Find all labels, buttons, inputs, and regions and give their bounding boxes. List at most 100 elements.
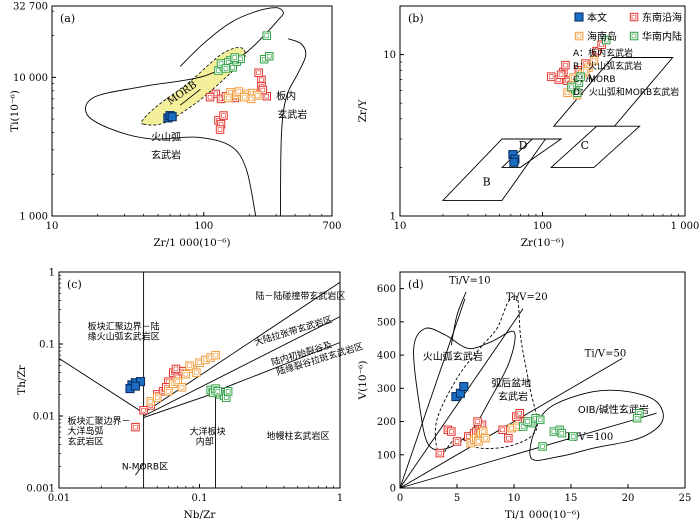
data-point-inner — [559, 430, 565, 436]
data-point — [215, 125, 225, 134]
region-label: D — [519, 139, 528, 152]
y-tick-label: 0.1 — [39, 340, 55, 351]
data-point-inner — [449, 429, 454, 434]
data-point-inner — [437, 450, 443, 456]
data-point — [474, 437, 483, 446]
region-label: 板块汇聚边界－ — [68, 415, 131, 427]
x-tick-label: 10 — [46, 221, 59, 232]
panel-c: 陆－陆碰撞带玄武岩区板块汇聚边界－陆缘火山弧玄武岩区大陆拉张带玄武岩区陆内初始裂… — [16, 268, 365, 522]
ti-v-100-line — [399, 412, 657, 489]
y-tick-label: 32 700 — [13, 2, 48, 13]
data-point-inner — [520, 424, 526, 429]
data-point-inner — [599, 42, 604, 47]
data-point-inner — [187, 363, 192, 368]
data-point-inner — [166, 389, 171, 394]
data-point — [205, 92, 215, 102]
y-axis-label: Ti(10⁻⁶) — [9, 90, 21, 132]
data-point — [592, 46, 601, 56]
data-point-inner — [133, 424, 138, 430]
boundary-line — [58, 358, 144, 414]
data-point-inner — [194, 370, 199, 375]
data-point-inner — [634, 415, 640, 421]
legend-label: 华南内陆 — [642, 30, 682, 43]
backarc-field — [434, 295, 538, 456]
y-tick-label: 600 — [377, 284, 396, 295]
data-point — [569, 432, 578, 441]
data-point-inner — [260, 87, 266, 93]
data-point — [597, 40, 606, 49]
panel-label: (b) — [408, 12, 424, 25]
data-point — [254, 68, 263, 77]
y-tick-label: 500 — [377, 317, 396, 328]
data-point-inner — [594, 48, 599, 54]
data-point — [258, 85, 268, 95]
data-point-inner — [226, 95, 231, 101]
x-axis-label: Ti/1 000(10⁻⁶) — [505, 509, 580, 521]
region-label: 地幔柱玄武岩区 — [267, 430, 330, 442]
region-label: OIB/碱性玄武岩 — [578, 403, 649, 416]
boundary-line — [143, 281, 341, 414]
legend-swatch — [629, 31, 639, 41]
legend-swatch-inner — [631, 14, 637, 20]
oib-field — [529, 389, 664, 461]
data-point — [223, 387, 233, 396]
data-point — [557, 428, 567, 438]
data-point — [240, 92, 249, 102]
y-tick-label: 0.01 — [33, 412, 55, 423]
data-point-inner — [259, 77, 264, 83]
data-point — [447, 427, 456, 436]
y-tick-label: 1 — [390, 212, 396, 223]
data-point — [224, 93, 233, 103]
legend-label: 东南沿海 — [642, 11, 682, 24]
y-tick-label: 1 — [49, 268, 55, 279]
data-point — [589, 56, 599, 65]
x-axis-label: Zr(10⁻⁶) — [521, 237, 565, 249]
data-point-inner — [242, 94, 247, 100]
region-label: 陆－陆碰撞带玄武岩区 — [255, 290, 345, 302]
data-point — [632, 414, 642, 423]
data-point-inner — [224, 395, 229, 400]
morb-pointer — [179, 88, 201, 106]
y-axis-label: V(10⁻⁶) — [357, 361, 369, 401]
panel-label: (a) — [60, 12, 75, 25]
data-point — [481, 433, 490, 443]
region-label: Ti/V=100 — [565, 432, 613, 443]
region-label: 大洋板块 — [190, 426, 226, 438]
data-point — [546, 72, 556, 81]
x-tick-label: 100 — [194, 221, 213, 232]
data-point — [131, 422, 140, 432]
data-point-inner — [223, 66, 229, 71]
x-tick-label: 100 — [533, 221, 552, 232]
legend-label: 本文 — [587, 11, 607, 24]
data-point-inner — [155, 395, 160, 400]
data-point-inner — [256, 70, 261, 76]
x-tick-label: 1 000 — [671, 221, 700, 232]
data-point — [262, 31, 271, 40]
data-point-inner — [207, 94, 213, 100]
field-C — [549, 125, 641, 168]
legend-note: A：板内玄武岩 — [573, 47, 633, 59]
region-label: 玄武岩区 — [68, 436, 104, 448]
data-point-inner — [583, 68, 588, 74]
data-point — [177, 383, 187, 392]
data-point-inner — [148, 399, 154, 404]
data-point-inner — [213, 352, 218, 358]
x-tick-label: 1 — [337, 493, 343, 504]
data-point — [561, 60, 570, 70]
legend-note: D：火山弧和MORB玄武岩 — [573, 86, 679, 98]
data-point-inner — [540, 444, 545, 449]
boundary-line — [143, 316, 341, 417]
data-point — [181, 370, 191, 379]
legend-note: C：MORB — [573, 75, 616, 85]
x-tick-label: 10 — [394, 221, 407, 232]
region-label: Ti/V=10 — [449, 276, 491, 287]
plot-frame — [51, 5, 333, 217]
data-point-inner — [500, 427, 505, 433]
legend: 本文东南沿海海南岛华南内陆A：板内玄武岩B：火山弧玄武岩C：MORBD：火山弧和… — [573, 11, 682, 98]
field-B — [441, 138, 547, 201]
within-plate-boundary — [279, 38, 307, 217]
legend-swatch-inner — [631, 33, 637, 39]
data-point — [185, 361, 194, 370]
legend-swatch — [574, 12, 584, 22]
